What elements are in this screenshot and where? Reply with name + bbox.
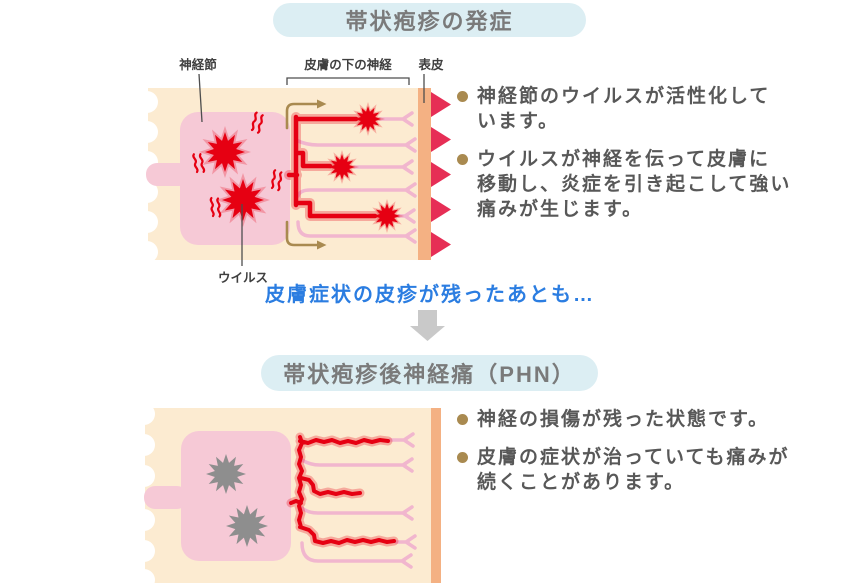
section2-title: 帯状疱疹後神経痛（PHN） bbox=[261, 355, 598, 391]
phn-diagram bbox=[140, 405, 441, 587]
shingles-onset-diagram: 神経節 皮膚の下の神経 表皮 ウイルス bbox=[140, 57, 451, 285]
damaged-nerve-lines bbox=[286, 432, 399, 548]
epidermis-strip bbox=[418, 88, 431, 260]
bullet-line: ウイルスが神経を伝って皮膚に bbox=[477, 149, 771, 170]
transition-lead-text: 皮膚症状の皮疹が残ったあとも… bbox=[265, 284, 595, 306]
rash-triangles bbox=[431, 92, 451, 257]
section1-bullets: 神経節のウイルスが活性化して います。 ウイルスが神経を伝って皮膚に 移動し、炎… bbox=[457, 84, 832, 235]
bullet-line: 続くことがあります。 bbox=[477, 472, 686, 493]
bullet-dot-icon bbox=[457, 414, 468, 425]
bullet-item: 神経の損傷が残った状態です。 bbox=[457, 407, 832, 432]
bullet-line: 皮膚の症状が治っていても痛みが bbox=[477, 447, 790, 468]
bullet-dot-icon bbox=[457, 91, 468, 102]
bullet-line: 神経の損傷が残った状態です。 bbox=[477, 409, 770, 430]
bullet-item: 神経節のウイルスが活性化して います。 bbox=[457, 84, 832, 134]
section1-title: 帯状疱疹の発症 bbox=[273, 3, 586, 37]
bullet-line: 神経節のウイルスが活性化して bbox=[477, 86, 771, 107]
ganglion-label: 神経節 bbox=[179, 57, 217, 72]
bullet-dot-icon bbox=[457, 154, 468, 165]
spread-direction-arrows bbox=[285, 99, 327, 250]
diagram1-callouts: 神経節 皮膚の下の神経 表皮 ウイルス bbox=[179, 57, 444, 285]
epidermis-strip bbox=[431, 408, 441, 583]
section2-bullets: 神経の損傷が残った状態です。 皮膚の症状が治っていても痛みが 続くことがあります… bbox=[457, 407, 832, 508]
bullet-line: 痛みが生じます。 bbox=[477, 199, 644, 220]
bullet-item: 皮膚の症状が治っていても痛みが 続くことがあります。 bbox=[457, 445, 832, 495]
nerve-ganglion-shape bbox=[144, 431, 291, 561]
down-arrow-icon bbox=[410, 310, 445, 341]
virus-label: ウイルス bbox=[218, 271, 268, 285]
bullet-line: 移動し、炎症を引き起こして強い bbox=[477, 174, 792, 195]
bullet-dot-icon bbox=[457, 452, 468, 463]
bullet-item: ウイルスが神経を伝って皮膚に 移動し、炎症を引き起こして強い 痛みが生じます。 bbox=[457, 147, 832, 222]
epidermis-label: 表皮 bbox=[417, 57, 444, 72]
healthy-nerve-lines bbox=[300, 432, 417, 569]
healthy-nerve-lines bbox=[294, 111, 417, 244]
nerve-under-skin-label: 皮膚の下の神経 bbox=[303, 57, 392, 72]
bullet-line: います。 bbox=[477, 111, 560, 132]
infected-nerve-lines bbox=[284, 112, 380, 221]
